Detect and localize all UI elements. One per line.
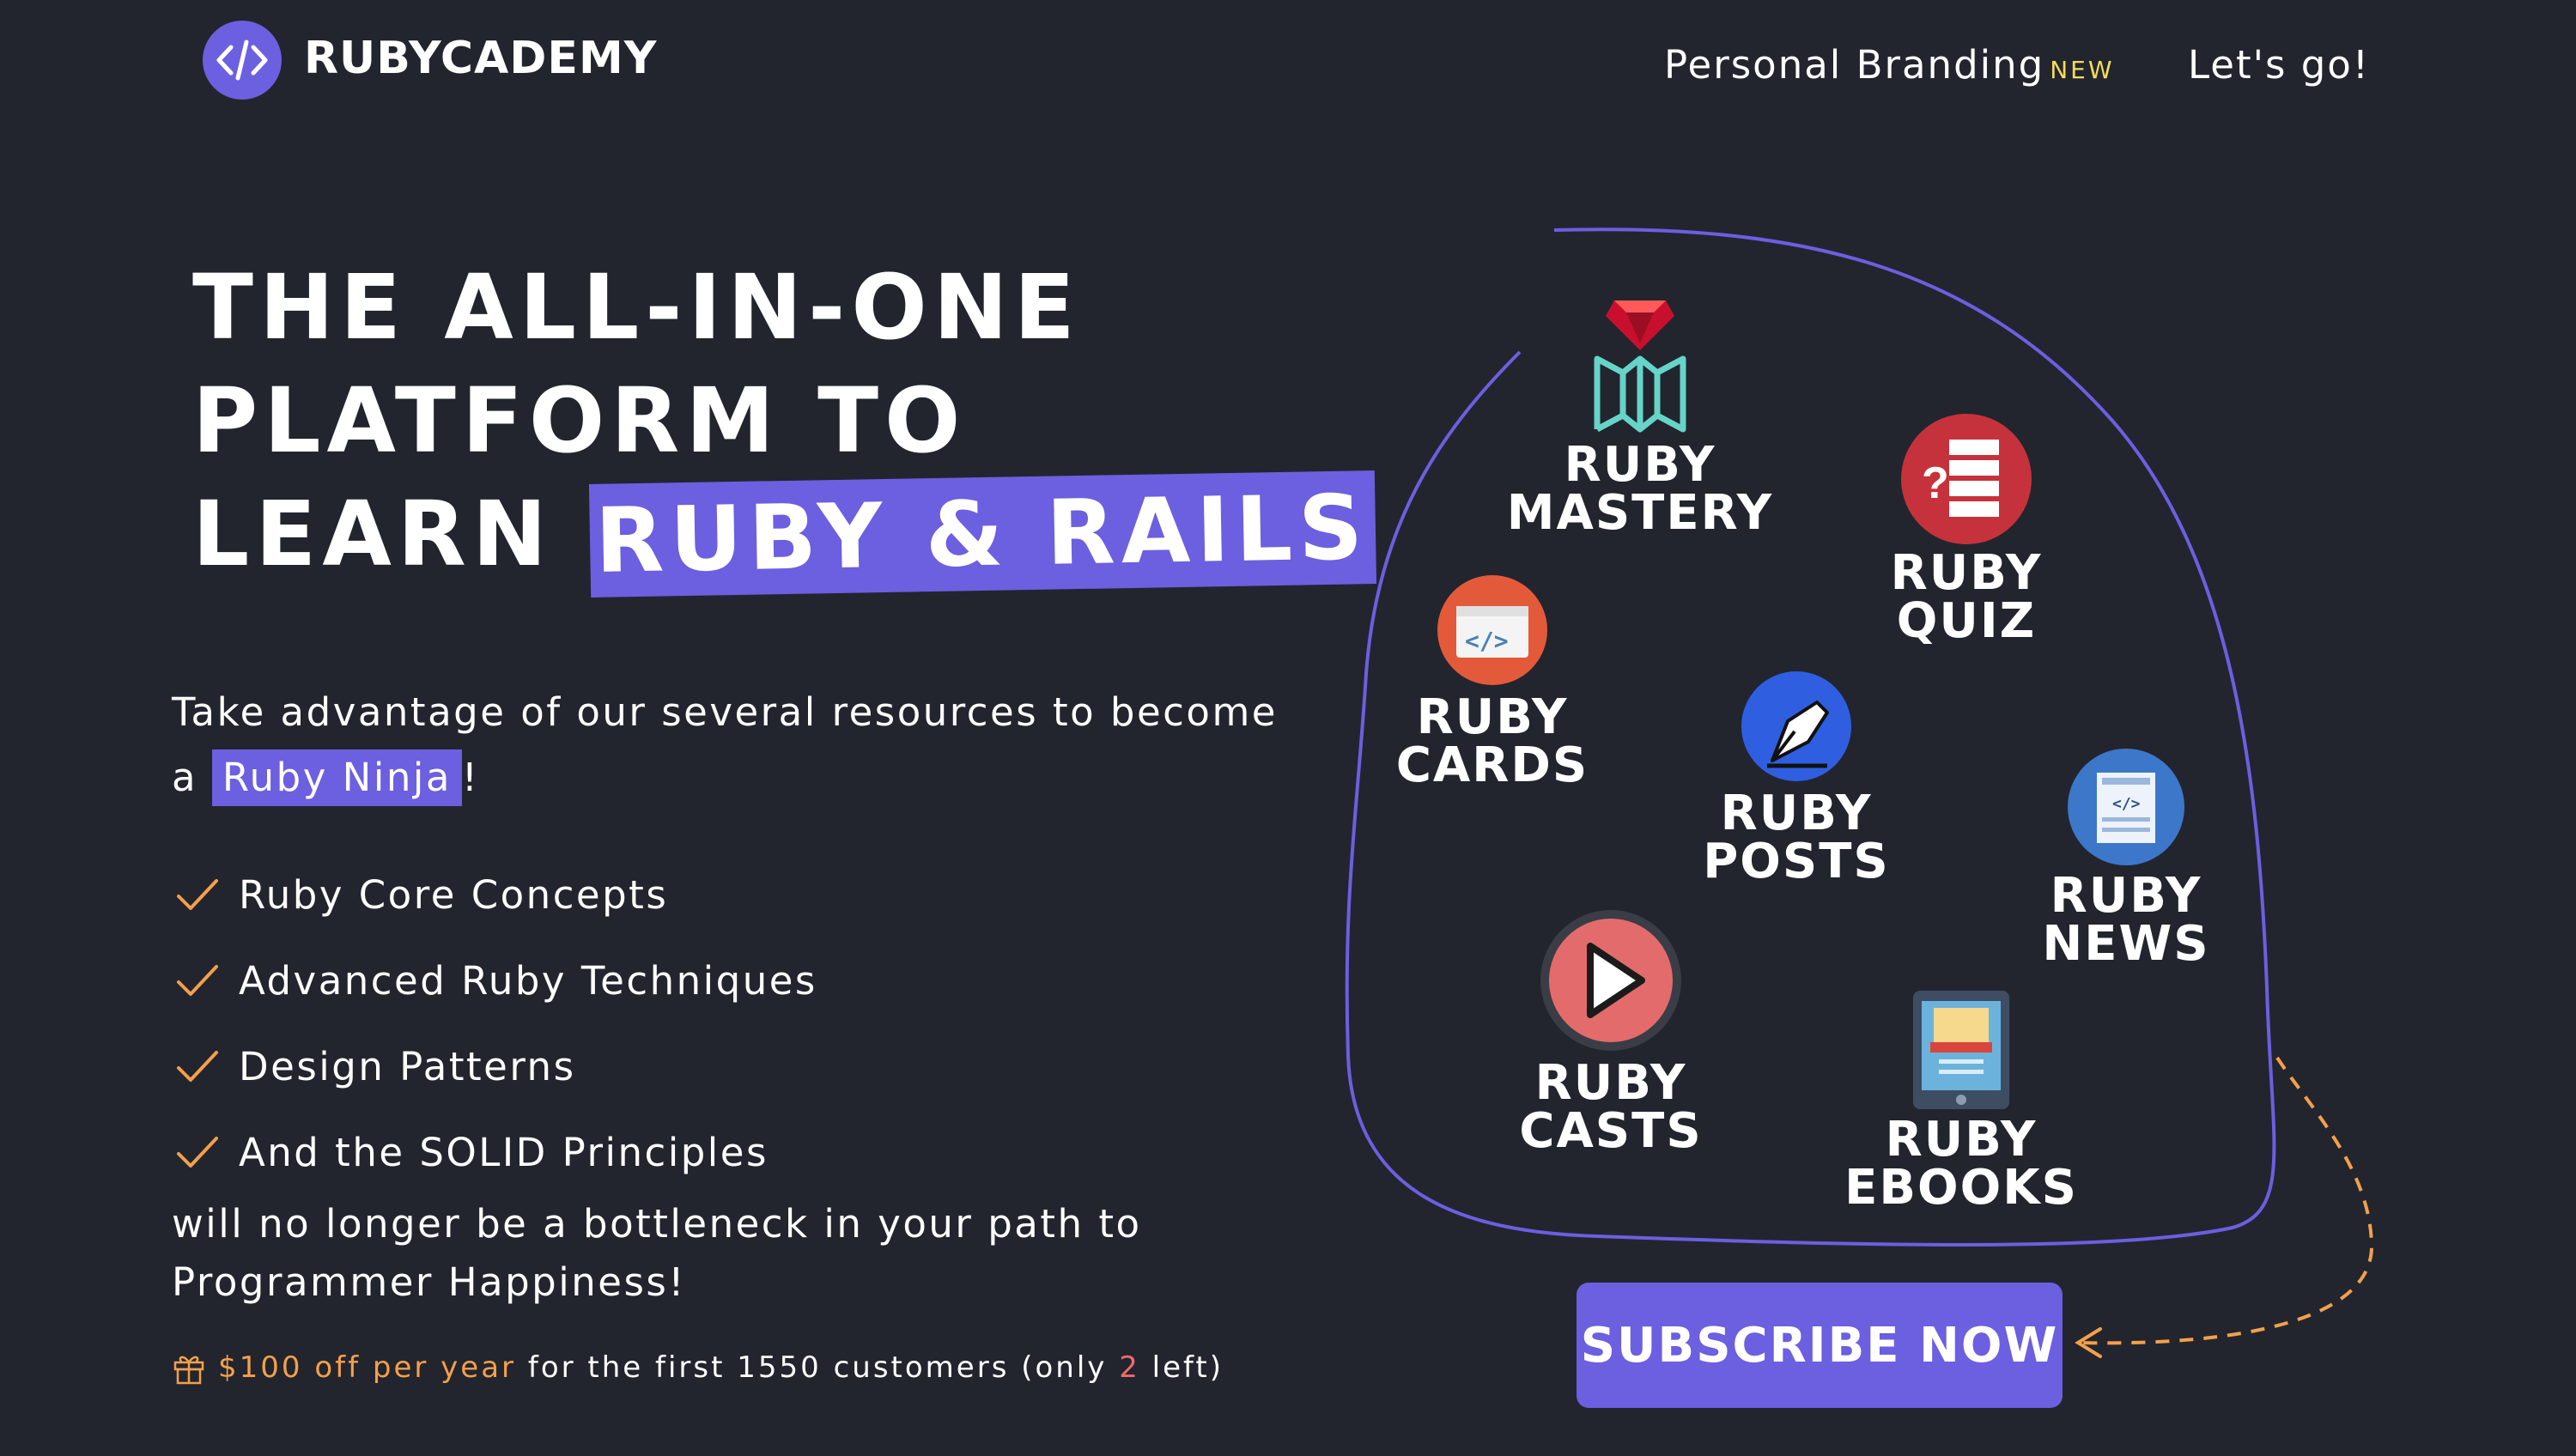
intro-text: Take advantage of our several resources … bbox=[172, 680, 1288, 810]
hero-line-1: THE ALL-IN-ONE bbox=[192, 255, 1081, 360]
promo-middle: for the first 1550 customers (only bbox=[527, 1350, 1108, 1385]
hero-headline: THE ALL-IN-ONE PLATFORM TO LEARN RUBY & … bbox=[192, 251, 1377, 598]
feature-label: And the SOLID Principles bbox=[239, 1129, 769, 1175]
product-ruby-casts[interactable]: RUBY CASTS bbox=[1473, 908, 1748, 1156]
product-ruby-cards[interactable]: </> RUBY CARDS bbox=[1355, 573, 1630, 790]
logo-text[interactable]: RUBYCADEMY bbox=[304, 33, 658, 84]
new-badge: NEW bbox=[2050, 56, 2115, 84]
ebook-icon bbox=[1913, 991, 2009, 1109]
feature-item: Advanced Ruby Techniques bbox=[175, 937, 817, 1023]
product-label: RUBY QUIZ bbox=[1890, 545, 2043, 649]
newsletter-icon: </> bbox=[2068, 749, 2184, 865]
promo-discount: $100 off per year bbox=[218, 1350, 517, 1385]
intro-text-after: ! bbox=[461, 755, 480, 800]
product-label: RUBY NEWS bbox=[2042, 868, 2210, 972]
product-label: RUBY MASTERY bbox=[1506, 437, 1774, 541]
product-ruby-posts[interactable]: RUBY POSTS bbox=[1659, 670, 1934, 886]
ruby-ninja-highlight: Ruby Ninja bbox=[211, 749, 462, 806]
logo-icon[interactable] bbox=[203, 21, 282, 100]
feature-label: Ruby Core Concepts bbox=[239, 871, 669, 918]
product-label: RUBY CARDS bbox=[1395, 689, 1589, 793]
feature-item: And the SOLID Principles bbox=[175, 1109, 817, 1195]
product-label: RUBY POSTS bbox=[1703, 786, 1890, 889]
quiz-icon: ? bbox=[1901, 414, 2032, 544]
pen-nib-icon bbox=[1741, 671, 1851, 781]
svg-text:?: ? bbox=[1922, 458, 1949, 508]
feature-label: Design Patterns bbox=[239, 1043, 576, 1089]
intro-text-before: Take advantage of our several resources … bbox=[172, 689, 1278, 800]
hero-highlight: RUBY & RAILS bbox=[589, 470, 1377, 598]
promo-text: $100 off per year for the first 1550 cus… bbox=[172, 1346, 1224, 1389]
hero-line-3-prefix: LEARN bbox=[192, 482, 553, 586]
product-ruby-news[interactable]: </> RUBY NEWS bbox=[1989, 747, 2263, 968]
hero-line-3: LEARN RUBY & RAILS bbox=[192, 470, 1377, 598]
feature-list: Ruby Core Concepts Advanced Ruby Techniq… bbox=[175, 852, 817, 1195]
checkmark-icon bbox=[177, 1137, 218, 1168]
product-ruby-ebooks[interactable]: RUBY EBOOKS bbox=[1824, 987, 2099, 1212]
nav-link-lets-go[interactable]: Let's go! bbox=[2188, 42, 2370, 88]
feature-label: Advanced Ruby Techniques bbox=[239, 957, 817, 1004]
products-outline bbox=[1345, 228, 2374, 1358]
outro-text: will no longer be a bottleneck in your p… bbox=[172, 1201, 1142, 1305]
svg-text:</>: </> bbox=[1465, 627, 1509, 655]
hero-line-2: PLATFORM TO bbox=[192, 368, 967, 473]
promo-end: left) bbox=[1151, 1350, 1224, 1385]
product-label: RUBY CASTS bbox=[1519, 1055, 1703, 1159]
promo-remaining: 2 bbox=[1119, 1350, 1140, 1385]
gift-icon bbox=[173, 1356, 204, 1385]
code-window-icon: </> bbox=[1437, 575, 1547, 685]
checkmark-icon bbox=[177, 965, 218, 996]
feature-item: Ruby Core Concepts bbox=[175, 852, 817, 937]
checkmark-icon bbox=[177, 879, 218, 910]
ruby-map-icon bbox=[1594, 300, 1686, 433]
product-ruby-mastery[interactable]: RUBY MASTERY bbox=[1503, 283, 1777, 537]
subscribe-now-button[interactable]: SUBSCRIBE NOW bbox=[1577, 1283, 2063, 1408]
product-label: RUBY EBOOKS bbox=[1844, 1112, 2078, 1216]
feature-item: Design Patterns bbox=[175, 1023, 817, 1109]
product-ruby-quiz[interactable]: ? RUBY QUIZ bbox=[1829, 412, 2104, 646]
nav-link-label: Personal Branding bbox=[1664, 42, 2045, 88]
play-icon bbox=[1540, 910, 1681, 1051]
svg-text:</>: </> bbox=[2112, 795, 2141, 813]
checkmark-icon bbox=[177, 1051, 218, 1082]
